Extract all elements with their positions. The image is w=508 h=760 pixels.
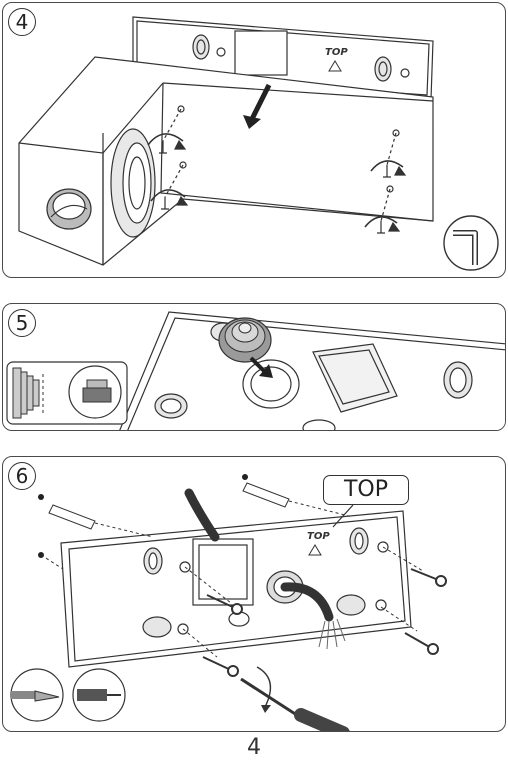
step-5-illustration xyxy=(3,304,506,431)
step-6-panel: 6 TOP xyxy=(2,456,506,732)
top-callout: TOP xyxy=(323,475,409,505)
top-marking-4: TOP xyxy=(325,47,348,58)
step-number-6: 6 xyxy=(8,462,36,490)
step-number-4: 4 xyxy=(8,8,36,36)
step-number-5: 5 xyxy=(8,309,36,337)
screwdriver-icon xyxy=(241,667,343,732)
seal-ring-icon xyxy=(219,318,271,362)
page-number: 4 xyxy=(0,735,508,760)
step-5-panel: 5 xyxy=(2,303,506,431)
step-6-illustration: TOP xyxy=(3,457,506,732)
step-4-panel: 4 xyxy=(2,2,506,278)
hex-key-icon xyxy=(444,216,498,270)
step-4-illustration: TOP xyxy=(3,3,506,278)
top-marking-6: TOP xyxy=(307,531,330,542)
